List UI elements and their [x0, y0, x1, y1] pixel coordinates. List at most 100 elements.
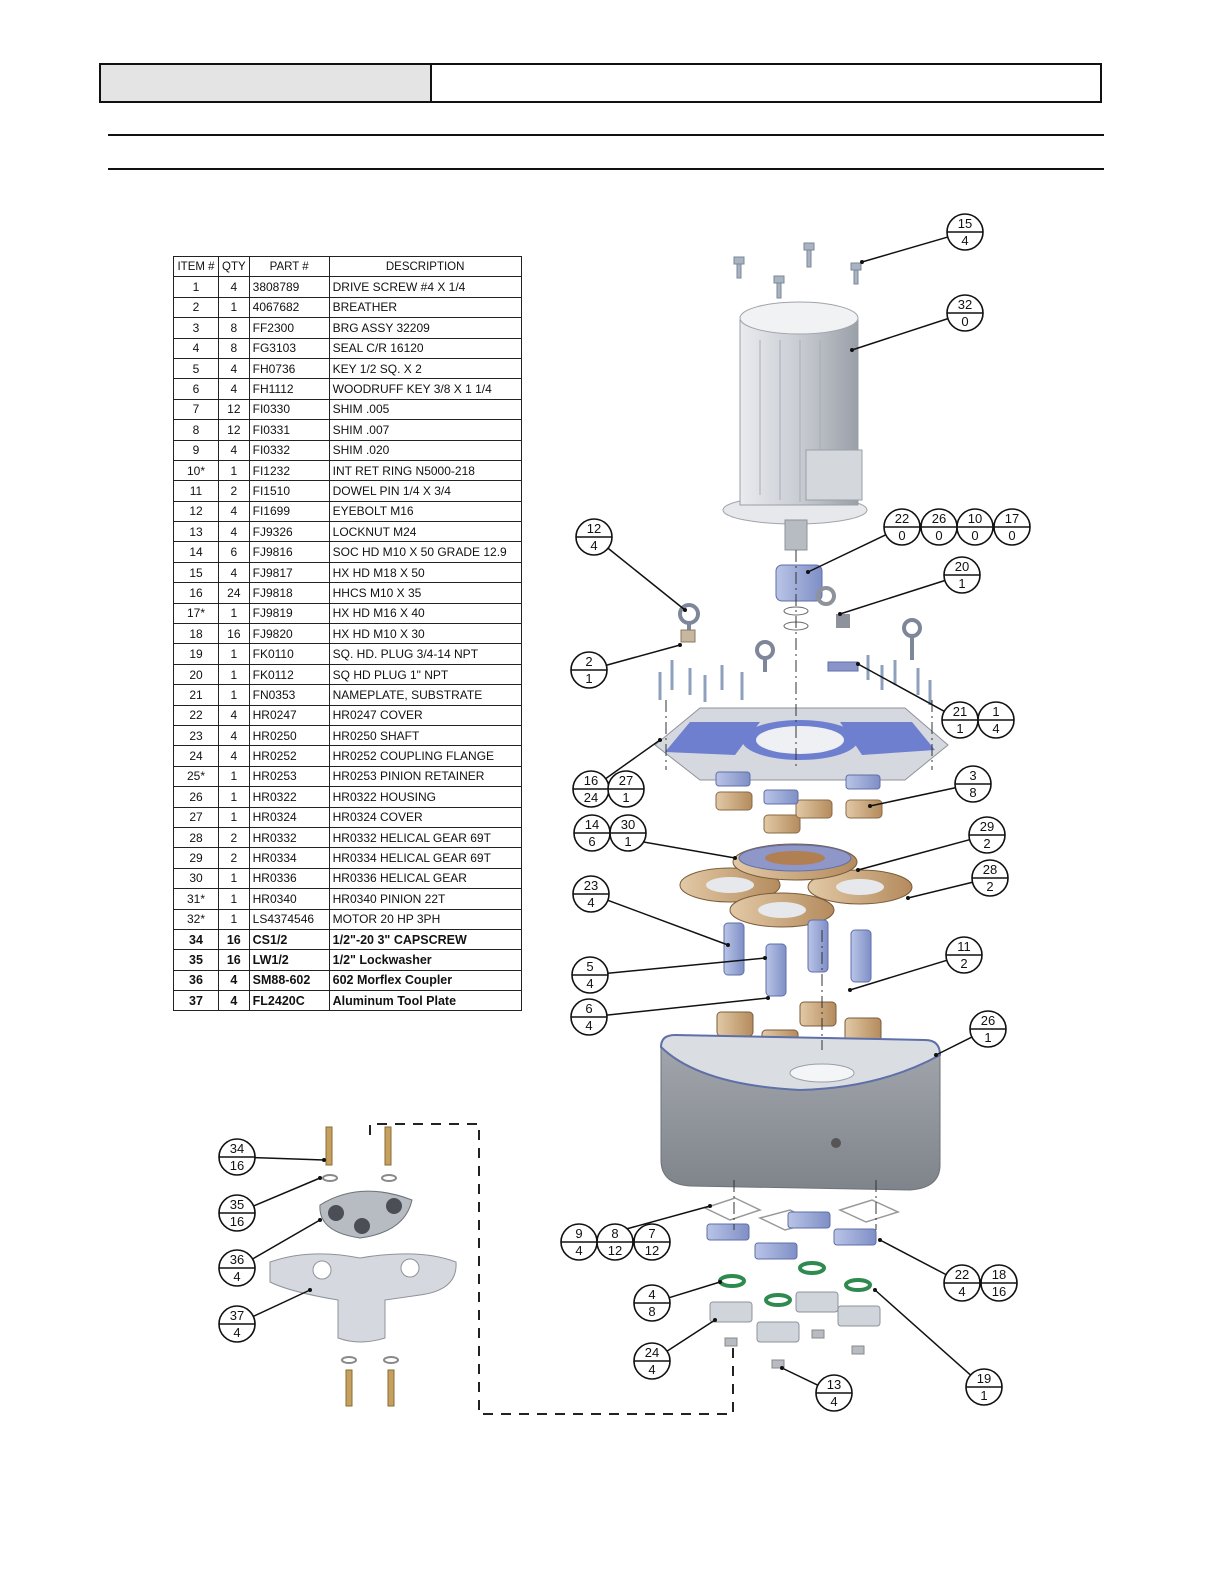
callout-quantity: 1	[956, 721, 963, 736]
callout-leader-arrowhead	[934, 1053, 938, 1057]
hex-bolts-15	[733, 242, 862, 299]
callout-leader-line	[252, 1219, 321, 1260]
bottom-rule	[108, 168, 1104, 170]
callout-leader-arrowhead	[322, 1158, 326, 1162]
cell-item-number: 26	[173, 786, 219, 808]
cell-description: HR0340 PINION 22T	[328, 888, 522, 910]
callout-quantity: 2	[986, 879, 993, 894]
cell-item-number: 24	[173, 745, 219, 767]
callout-quantity: 2	[960, 956, 967, 971]
callout-item-number: 15	[958, 216, 972, 231]
pinion-coupling-drawing	[775, 564, 850, 631]
cell-part-number: FI0331	[248, 419, 330, 441]
cell-item-number: 20	[173, 663, 219, 686]
callout-quantity: 4	[587, 895, 594, 910]
callout-bubble: 301	[609, 814, 647, 852]
callout-item-number: 2	[585, 654, 592, 669]
callout-leader-arrowhead	[708, 1204, 712, 1208]
bearings-3	[715, 791, 883, 834]
callout-leader-arrowhead	[713, 1318, 717, 1322]
callout-leader-arrowhead	[806, 570, 810, 574]
callout-bubble: 201	[943, 556, 981, 594]
callout-bubble: 54	[571, 956, 609, 994]
callout-leader-arrowhead	[780, 1366, 784, 1370]
cell-item-number: 31*	[173, 888, 219, 910]
callout-quantity: 0	[935, 528, 942, 543]
cell-description: INT RET RING N5000-218	[328, 459, 522, 482]
callout-quantity: 1	[984, 1030, 991, 1045]
callout-bubble: 191	[965, 1368, 1003, 1406]
callout-bubble: 100	[956, 508, 994, 546]
cell-item-number: 10*	[173, 459, 219, 482]
callout-item-number: 24	[645, 1345, 659, 1360]
callout-leader-arrowhead	[906, 896, 910, 900]
callout-leader-line	[607, 899, 729, 946]
cell-item-number: 6	[173, 378, 219, 400]
cell-description: HR0247 COVER	[328, 704, 522, 726]
nameplate-21	[827, 661, 859, 672]
top-cover-27	[654, 707, 949, 781]
callout-leader-line	[857, 663, 945, 712]
callout-quantity: 0	[961, 314, 968, 329]
callout-leader-line	[606, 644, 681, 666]
callout-leader-line	[668, 1281, 721, 1299]
callout-item-number: 20	[955, 559, 969, 574]
callout-leader-line	[869, 787, 956, 807]
callout-item-number: 9	[575, 1226, 582, 1241]
callout-item-number: 36	[230, 1252, 244, 1267]
coupling-flanges-24	[709, 1291, 881, 1343]
callout-item-number: 28	[983, 862, 997, 877]
callout-leader-arrowhead	[868, 804, 872, 808]
shafts-23	[723, 919, 872, 997]
callout-bubble: 224	[943, 1264, 981, 1302]
callout-item-number: 12	[587, 521, 601, 536]
callout-leader-line	[781, 1367, 819, 1386]
header-left-cell	[101, 65, 432, 101]
callout-quantity: 0	[1008, 528, 1015, 543]
callout-item-number: 26	[981, 1013, 995, 1028]
callout-quantity: 2	[983, 836, 990, 851]
callout-item-number: 3	[969, 768, 976, 783]
callout-leader-arrowhead	[318, 1218, 322, 1222]
callout-bubble: 271	[607, 770, 645, 808]
cell-description: 1/2" Lockwasher	[328, 949, 522, 971]
callout-quantity: 0	[898, 528, 905, 543]
cell-quantity: 12	[218, 419, 250, 441]
callout-leader-arrowhead	[873, 1288, 877, 1292]
cell-part-number: FF2300	[248, 317, 330, 339]
cell-description: HR0322 HOUSING	[328, 786, 522, 808]
callout-item-number: 19	[977, 1371, 991, 1386]
cell-item-number: 11	[173, 480, 219, 502]
callout-bubble: 812	[596, 1223, 634, 1261]
callout-item-number: 27	[619, 773, 633, 788]
cell-description: HR0253 PINION RETAINER	[328, 765, 522, 788]
cell-part-number: HR0250	[248, 724, 330, 747]
callout-quantity: 1	[585, 671, 592, 686]
tool-plate-assembly	[269, 1126, 457, 1407]
callout-leader-line	[605, 739, 661, 780]
callout-leader-arrowhead	[658, 738, 662, 742]
callout-bubble: 364	[218, 1249, 256, 1287]
callout-item-number: 11	[957, 939, 971, 954]
callout-quantity: 4	[648, 1362, 655, 1377]
dashed-connection-line	[369, 1123, 734, 1415]
callout-item-number: 14	[585, 817, 599, 832]
cell-description: HX HD M18 X 50	[328, 561, 522, 584]
callout-quantity: 1	[622, 790, 629, 805]
breather-2	[680, 629, 696, 643]
cell-description: HR0334 HELICAL GEAR 69T	[328, 847, 522, 869]
callout-item-number: 18	[992, 1267, 1006, 1282]
callout-leader-line	[253, 1289, 311, 1318]
